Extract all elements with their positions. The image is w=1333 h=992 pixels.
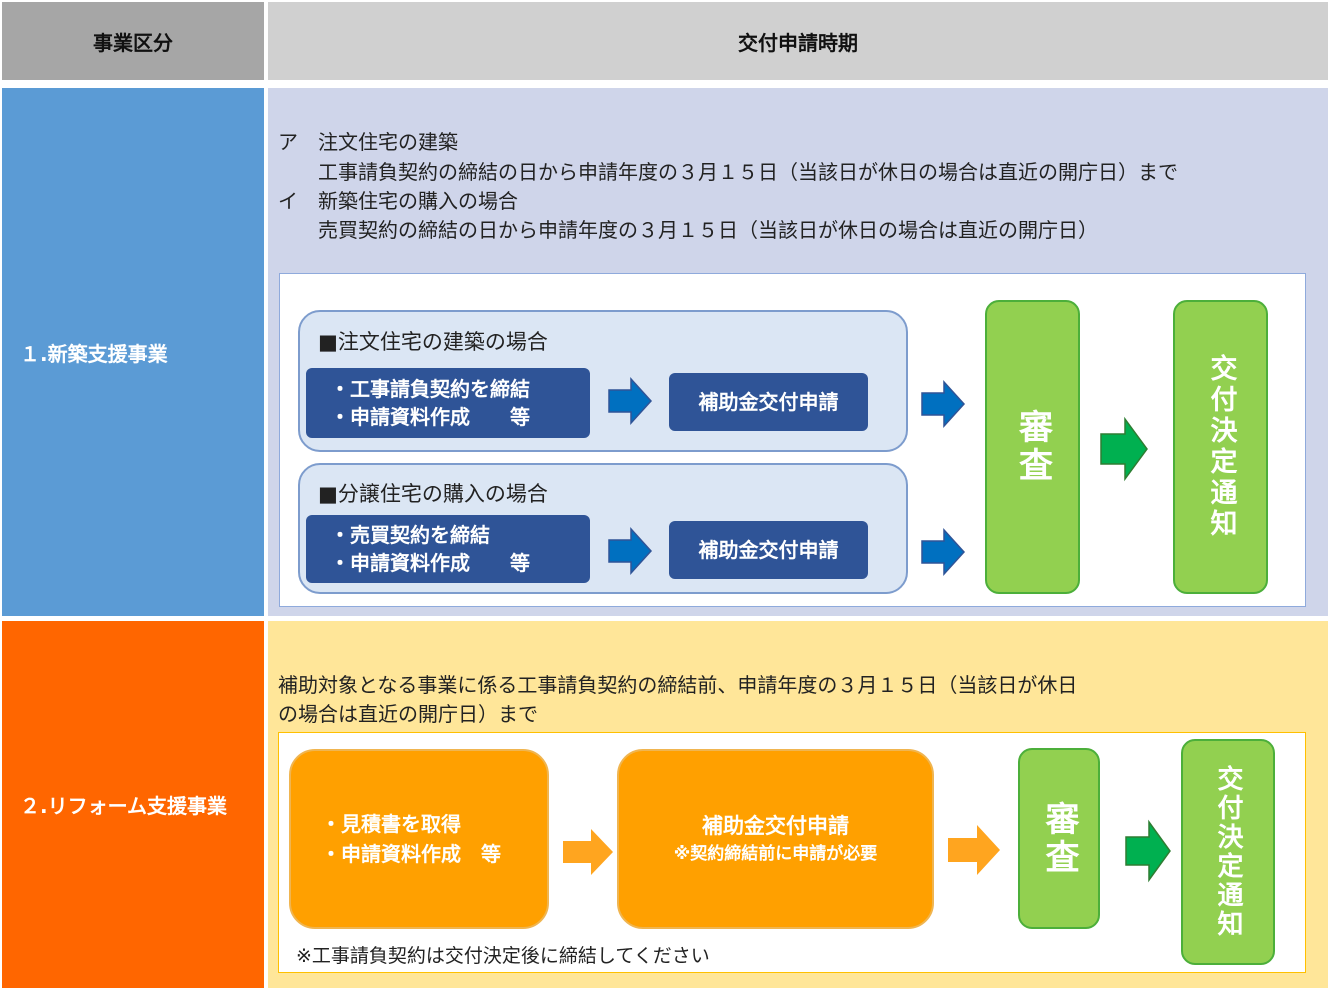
group-custom-home-step1-line2: ・申請資料作成 等 <box>330 405 530 429</box>
group-custom-home-step1-line1: ・工事請負契約を締結 <box>330 377 530 401</box>
header-period: 交付申請時期 <box>268 2 1328 80</box>
row2-application-line2: ※契約締結前に申請が必要 <box>673 844 878 864</box>
right-arrow-icon <box>948 825 1000 875</box>
row1-review-box: 審査 <box>985 300 1080 594</box>
group-condo-purchase-application: 補助金交付申請 <box>669 521 868 579</box>
group-custom-home-step1: ・工事請負契約を締結 ・申請資料作成 等 <box>306 368 590 438</box>
row2-category-label: ２.リフォーム支援事業 <box>20 794 227 818</box>
row1-line-4: 売買契約の締結の日から申請年度の３月１５日（当該日が休日の場合は直近の開庁日） <box>278 218 1098 242</box>
right-arrow-icon <box>921 528 966 576</box>
group-condo-purchase-application-label: 補助金交付申請 <box>698 538 839 562</box>
right-arrow-icon <box>563 829 613 875</box>
group-condo-purchase-step1: ・売買契約を締結 ・申請資料作成 等 <box>306 515 590 583</box>
group-condo-purchase-step1-line1: ・売買契約を締結 <box>330 523 490 547</box>
row2-category: ２.リフォーム支援事業 <box>2 621 264 988</box>
header-category: 事業区分 <box>2 2 264 80</box>
row2-line-1: 補助対象となる事業に係る工事請負契約の締結前、申請年度の３月１５日（当該日が休日 <box>278 673 1078 697</box>
row2-application-box: 補助金交付申請 ※契約締結前に申請が必要 <box>617 749 934 929</box>
row1-decision-label: 交付決定通知 <box>1205 354 1237 540</box>
right-arrow-icon <box>608 377 653 425</box>
row2-prep-line2: ・申請資料作成 等 <box>321 842 501 866</box>
row2-review-box: 審査 <box>1018 748 1100 929</box>
row2-decision-box: 交付決定通知 <box>1181 739 1275 965</box>
row2-note: ※工事請負契約は交付決定後に締結してください <box>296 945 710 967</box>
row1-decision-box: 交付決定通知 <box>1173 300 1268 594</box>
row2-review-label: 審査 <box>1039 800 1079 877</box>
group-condo-purchase-title: ■分譲住宅の購入の場合 <box>318 482 548 506</box>
header-period-label: 交付申請時期 <box>738 30 858 55</box>
row1-line-1: ア 注文住宅の建築 <box>278 130 458 154</box>
row2-prep-box: ・見積書を取得 ・申請資料作成 等 <box>289 749 549 929</box>
row2-line-2: の場合は直近の開庁日）まで <box>278 702 538 726</box>
row1-line-3: イ 新築住宅の購入の場合 <box>278 189 518 213</box>
group-custom-home-application-label: 補助金交付申請 <box>698 390 839 414</box>
row1-line-2: 工事請負契約の締結の日から申請年度の３月１５日（当該日が休日の場合は直近の開庁日… <box>278 160 1178 184</box>
group-custom-home-title: ■注文住宅の建築の場合 <box>318 330 548 354</box>
row1-category: １.新築支援事業 <box>2 88 264 616</box>
right-arrow-icon <box>1125 819 1171 883</box>
row2-application-line1: 補助金交付申請 <box>702 814 849 838</box>
right-arrow-icon <box>921 380 966 428</box>
row2-prep-line1: ・見積書を取得 <box>321 812 461 836</box>
group-custom-home-application: 補助金交付申請 <box>669 373 868 431</box>
right-arrow-icon <box>608 527 653 575</box>
header-category-label: 事業区分 <box>93 30 173 55</box>
row1-category-label: １.新築支援事業 <box>20 341 168 366</box>
row1-review-label: 審査 <box>1012 409 1053 485</box>
right-arrow-icon <box>1100 416 1148 482</box>
row2-decision-label: 交付決定通知 <box>1213 765 1243 939</box>
group-condo-purchase-step1-line2: ・申請資料作成 等 <box>330 551 530 575</box>
